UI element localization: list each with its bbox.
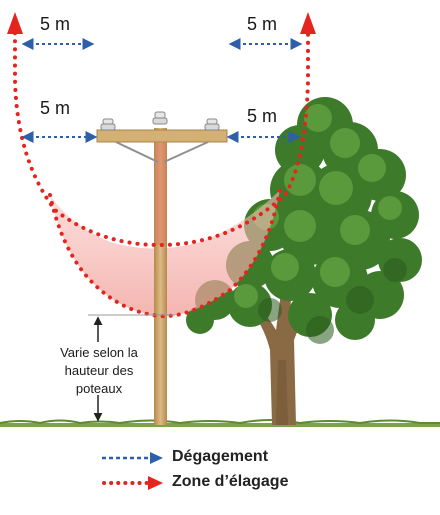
legend-clearance-arrowhead (150, 452, 163, 464)
legend-pruning-label: Zone d’élagage (172, 473, 289, 490)
pole-height-note-line3: poteaux (75, 381, 123, 396)
ground (0, 419, 440, 427)
pole-height-note: Varie selon la hauteur des poteaux (44, 344, 154, 398)
insulator (100, 118, 116, 131)
distance-label-mid-right: 5 m (247, 106, 278, 126)
legend-clearance-label: Dégagement (172, 448, 269, 465)
insulator (152, 111, 168, 125)
pole-height-note-line2: hauteur des (64, 363, 134, 378)
pruning-arrowhead-left (7, 12, 23, 34)
legend-pruning-arrowhead (148, 476, 163, 490)
distance-label-top-left: 5 m (40, 14, 71, 34)
distance-label-top-right: 5 m (247, 14, 278, 34)
distance-label-mid-left: 5 m (40, 98, 71, 118)
pruning-arrowhead-right (300, 12, 316, 34)
utility-pole (96, 111, 228, 425)
pole-height-note-line1: Varie selon la (60, 345, 138, 360)
clearance-arrows (21, 38, 303, 143)
insulator (204, 118, 220, 131)
pruning-zone-outline (13, 23, 310, 319)
height-dimension (88, 314, 175, 422)
